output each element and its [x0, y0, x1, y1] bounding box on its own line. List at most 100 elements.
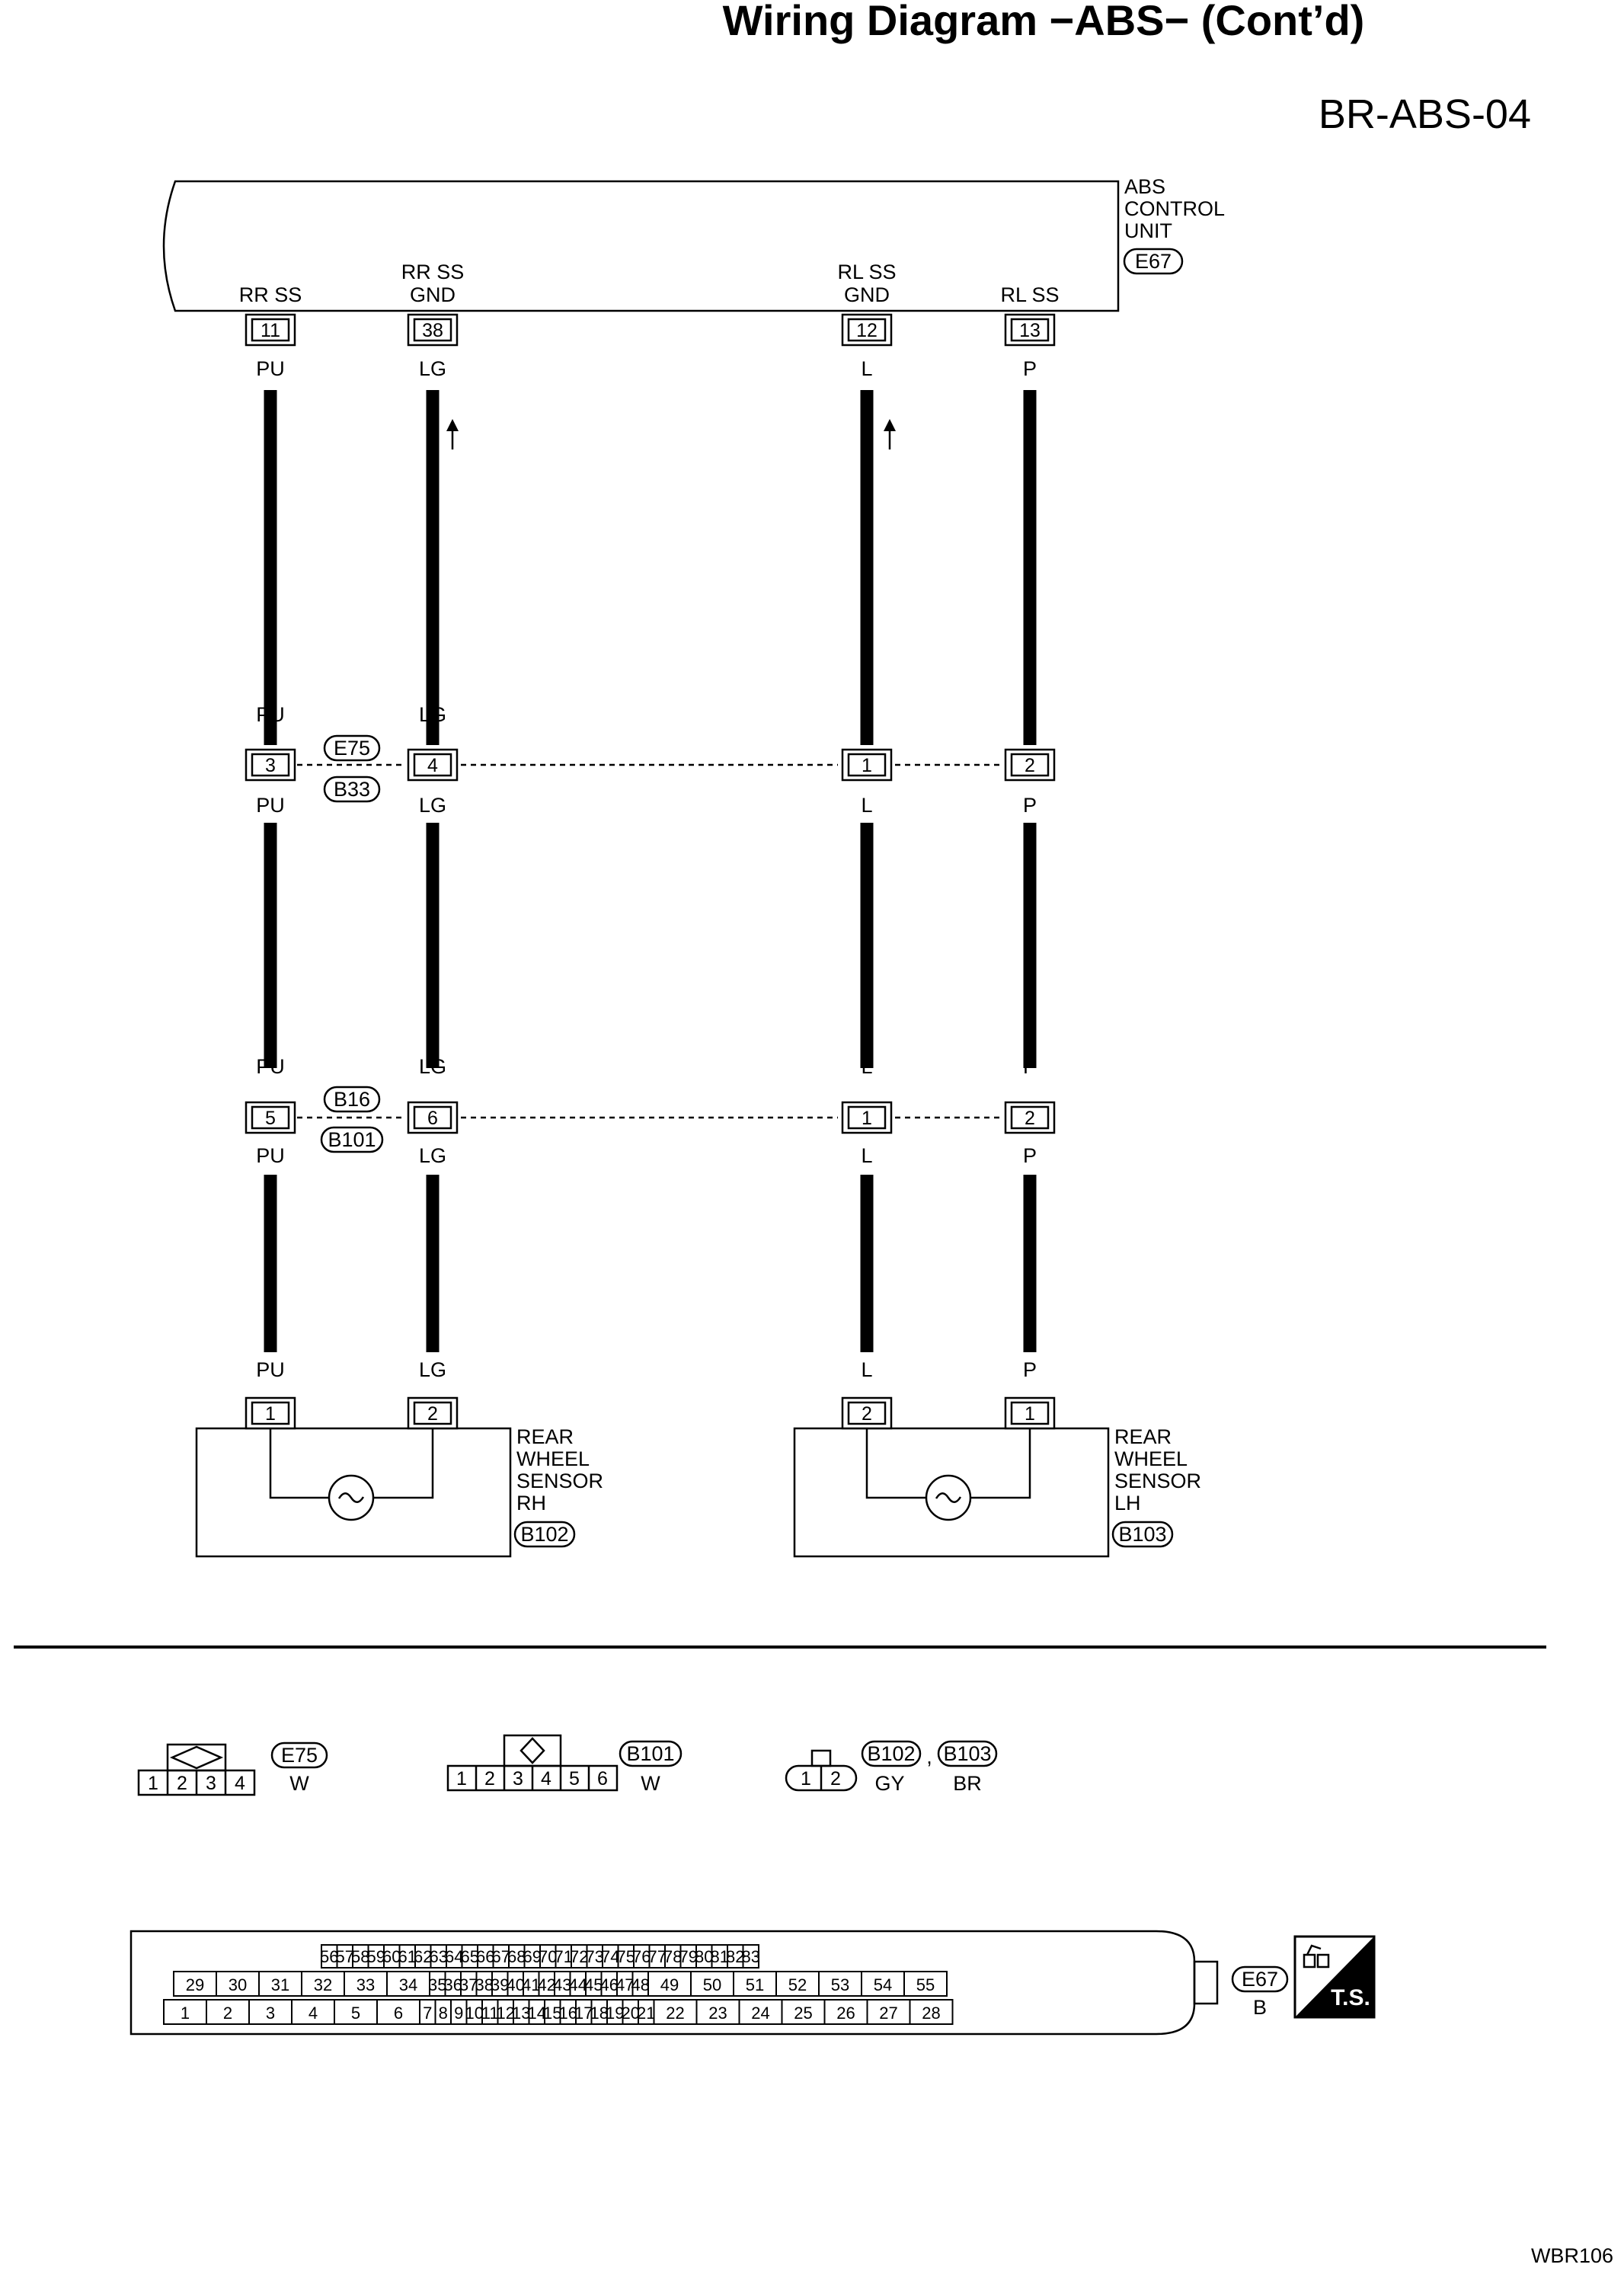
e67-pin: 7 [423, 2004, 432, 2023]
wire-color-label: P [1023, 357, 1037, 380]
junction-1-lower-tag: B33 [323, 776, 381, 803]
junction-2-upper-tag: B16 [323, 1086, 381, 1113]
e67-pin: 42 [538, 1975, 556, 1994]
e67-pin: 33 [356, 1975, 375, 1994]
e67-pin: 47 [615, 1975, 634, 1994]
shield-arrow-icon [884, 419, 896, 449]
wire-color-label: P [1023, 794, 1037, 817]
e67-pin: 70 [539, 1947, 557, 1966]
svg-text:ABS: ABS [1124, 175, 1165, 198]
junction-1-pin: 4 [407, 748, 459, 782]
e67-pin: 21 [637, 2004, 655, 2023]
page-code: BR-ABS-04 [1319, 91, 1531, 137]
connector-view-b101: 1 2 3 4 5 6 B101 W [446, 1734, 683, 1795]
svg-text:2: 2 [862, 1403, 872, 1425]
svg-text:5: 5 [265, 1108, 276, 1129]
e67-pin: 56 [320, 1947, 338, 1966]
e67-pin: 19 [606, 2004, 624, 2023]
e67-pin: 72 [570, 1947, 588, 1966]
e67-pin: 78 [663, 1947, 682, 1966]
sensor-rh-pin: 1 [245, 1396, 296, 1430]
control-unit-connector-tag: E67 [1123, 248, 1184, 275]
wire-color-label: P [1023, 1055, 1037, 1078]
wire-color-label: LG [419, 1055, 446, 1078]
e67-pin: 71 [555, 1947, 573, 1966]
ts-badge-icon: T.S. [1293, 1935, 1376, 2019]
sensor-lh-pin: 2 [841, 1396, 893, 1430]
connector-view-b102-b103: 1 2 B102 , B103 GY BR [785, 1740, 998, 1795]
terminal-label: RR SS [401, 261, 465, 283]
e67-pin: 61 [398, 1947, 417, 1966]
junction-2-pin: 2 [1004, 1101, 1056, 1134]
svg-text:W: W [641, 1772, 660, 1795]
e67-pin: 2 [223, 2004, 232, 2023]
sensor-lh-label: REAR WHEEL SENSOR LH B103 [1111, 1425, 1201, 1548]
svg-text:4: 4 [541, 1768, 551, 1789]
wire-color-label: L [861, 703, 872, 726]
wire-color-label: PU [256, 357, 285, 380]
e67-pin: 17 [574, 2004, 593, 2023]
wire-color-label: L [861, 794, 872, 817]
e67-pin: 22 [666, 2004, 684, 2023]
e67-pin: 4 [308, 2004, 318, 2023]
e67-pin: 1 [181, 2004, 190, 2023]
svg-text:6: 6 [427, 1108, 438, 1129]
e67-pin: 82 [726, 1947, 744, 1966]
e67-pin: 62 [414, 1947, 432, 1966]
e67-pin: 60 [382, 1947, 401, 1966]
junction-1-pin: 2 [1004, 748, 1056, 782]
svg-text:B103: B103 [1118, 1523, 1166, 1546]
wire-color-label: LG [419, 1358, 446, 1381]
svg-text:B101: B101 [626, 1742, 674, 1765]
page-title: Wiring Diagram −ABS− (Cont’d) [723, 0, 1365, 44]
e67-pin: 29 [186, 1975, 204, 1994]
sensor-rh-pin: 2 [407, 1396, 459, 1430]
svg-text:3: 3 [206, 1773, 216, 1794]
terminal-pin: 13 [1004, 313, 1056, 347]
sensor-rh-label: REAR WHEEL SENSOR RH B102 [513, 1425, 603, 1548]
e67-pin: 31 [271, 1975, 289, 1994]
e67-pin: 49 [660, 1975, 679, 1994]
svg-text:38: 38 [422, 320, 443, 341]
e67-pin: 55 [916, 1975, 935, 1994]
junction-dashed-lines [297, 763, 1002, 1119]
terminal-label: RR SS [239, 283, 302, 306]
e67-pin: 79 [679, 1947, 698, 1966]
wire-color-label: PU [256, 1144, 285, 1167]
svg-text:2: 2 [1025, 755, 1035, 776]
e67-pin: 37 [459, 1975, 478, 1994]
e67-pin: 20 [622, 2004, 640, 2023]
svg-text:11: 11 [261, 320, 280, 341]
junction-1-upper-tag: E75 [323, 734, 381, 762]
svg-text:1: 1 [801, 1768, 811, 1789]
wire-color-label: L [861, 357, 872, 380]
svg-text:W: W [289, 1772, 309, 1795]
e67-pin: 57 [336, 1947, 354, 1966]
wire-color-label: L [861, 1358, 872, 1381]
svg-text:WHEEL: WHEEL [1114, 1447, 1188, 1470]
svg-text:E67: E67 [1135, 250, 1172, 273]
svg-text:BR: BR [953, 1772, 982, 1795]
svg-text:B33: B33 [334, 778, 370, 801]
e67-pin: 69 [523, 1947, 542, 1966]
wire-color-label: LG [419, 794, 446, 817]
e67-pin: 9 [454, 2004, 463, 2023]
e67-pin: 73 [586, 1947, 604, 1966]
terminal-pin: 38 [407, 313, 459, 347]
e67-pin: 44 [569, 1975, 587, 1994]
wire-color-label: L [861, 1055, 872, 1078]
sensor-rh-circuit [269, 1428, 434, 1521]
rear-wheel-sensor-lh-box [793, 1427, 1110, 1558]
svg-text:12: 12 [856, 320, 878, 341]
svg-text:SENSOR: SENSOR [1114, 1470, 1201, 1492]
e67-pin: 14 [528, 2004, 546, 2023]
e67-pin: 36 [444, 1975, 462, 1994]
rear-wheel-sensor-rh-box [195, 1427, 512, 1558]
svg-text:3: 3 [265, 755, 276, 776]
terminal-label: GND [844, 283, 890, 306]
junction-2-pin: 6 [407, 1101, 459, 1134]
svg-text:B16: B16 [334, 1088, 370, 1111]
svg-text:B102: B102 [520, 1523, 568, 1546]
e67-pin: 28 [922, 2004, 940, 2023]
e67-pin: 53 [831, 1975, 849, 1994]
